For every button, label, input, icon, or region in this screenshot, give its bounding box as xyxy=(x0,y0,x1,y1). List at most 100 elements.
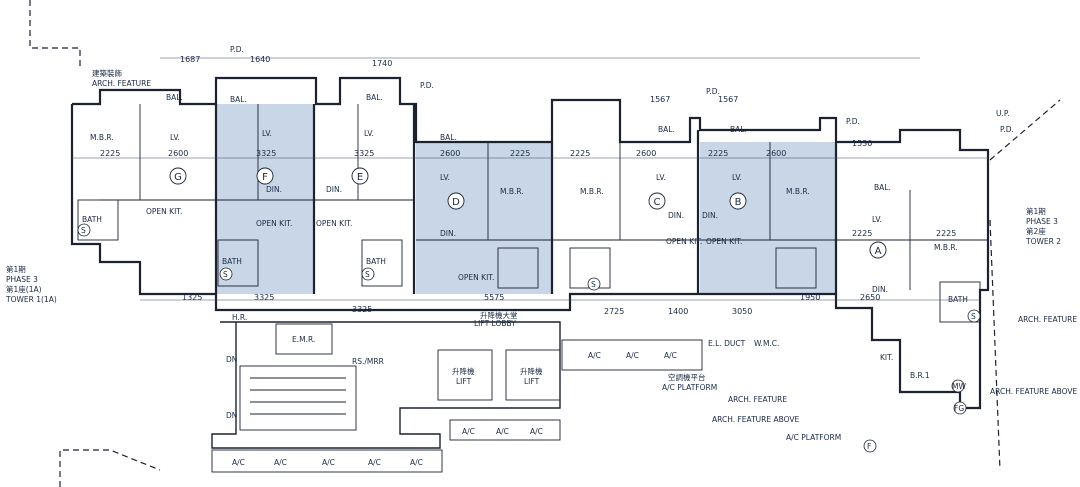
phase-label-right: 第1期 xyxy=(1026,206,1046,216)
tag-s: S xyxy=(81,226,86,235)
phase-label-left: 第1期 xyxy=(6,264,26,274)
ac-tag: A/C xyxy=(664,351,677,360)
room-label: LV. xyxy=(364,129,374,138)
room-label: BATH xyxy=(82,215,102,224)
tag-mw: MW xyxy=(952,382,966,391)
ac-strip-bottom xyxy=(211,449,443,473)
tag-s: S xyxy=(591,280,596,289)
dim-label: 1567 xyxy=(718,95,738,104)
room-label: DIN. xyxy=(266,185,282,194)
room-label: LV. xyxy=(872,215,882,224)
room-label: BAL. xyxy=(440,133,457,142)
arch-feature-zh: 建築裝飾 xyxy=(92,68,122,78)
room-label: BAL. xyxy=(658,125,675,134)
emr-label: E.M.R. xyxy=(292,335,315,344)
phase-label-right: TOWER 2 xyxy=(1025,237,1061,246)
dim-label: 3325 xyxy=(254,293,274,302)
unit-d-shade xyxy=(416,142,552,294)
hr-label: H.R. xyxy=(232,313,247,322)
unit-letter-e: E xyxy=(357,172,363,183)
lift-label: LIFT xyxy=(456,377,472,386)
dim-label: 2600 xyxy=(766,149,786,158)
room-label: M.B.R. xyxy=(934,243,958,252)
dimension-lines xyxy=(72,57,988,301)
unit-letter-a: A xyxy=(875,246,882,257)
room-label: DIN. xyxy=(872,285,888,294)
room-label: BAL. xyxy=(366,93,383,102)
staircase xyxy=(239,365,357,431)
dim-label: 2600 xyxy=(636,149,656,158)
ac-tag: A/C xyxy=(274,458,287,467)
ac-platform-label: A/C PLATFORM xyxy=(662,383,717,392)
tag-s: S xyxy=(365,270,370,279)
dim-label: 2225 xyxy=(936,229,956,238)
dim-label: 1640 xyxy=(250,55,270,64)
arch-feature-above-label: ARCH. FEATURE ABOVE xyxy=(990,387,1078,396)
phase-label-left: PHASE 3 xyxy=(6,275,38,284)
phase-boundary-bottom xyxy=(59,449,161,487)
room-label: OPEN KIT. xyxy=(316,219,352,228)
dim-label: 5575 xyxy=(484,293,504,302)
up-label: U.P. xyxy=(996,109,1010,118)
phase-boundary-right xyxy=(989,99,1061,471)
room-label: DIN. xyxy=(702,211,718,220)
dim-label: 2225 xyxy=(570,149,590,158)
room-label: M.B.R. xyxy=(500,187,524,196)
ac-tag: A/C xyxy=(496,427,509,436)
room-label: OPEN KIT. xyxy=(146,207,182,216)
dim-label: 2225 xyxy=(100,149,120,158)
arch-feature-label: ARCH. FEATURE xyxy=(728,395,787,404)
unit-letter-d: D xyxy=(452,197,460,208)
dim-label: 1740 xyxy=(372,59,392,68)
pd-label: P.D. xyxy=(846,117,860,126)
ac-tag: A/C xyxy=(626,351,639,360)
phase-label-right: 第2座 xyxy=(1026,226,1046,236)
phase-label-left: 第1座(1A) xyxy=(6,284,42,294)
unit-letter-b: B xyxy=(735,197,742,208)
phase-boundary-left xyxy=(29,0,81,70)
dim-label: 3325 xyxy=(256,149,276,158)
pd-label: P.D. xyxy=(1000,125,1014,134)
dim-label: 1530 xyxy=(852,139,872,148)
dn-label: DN xyxy=(226,355,237,364)
room-label: LV. xyxy=(440,173,450,182)
pd-label: P.D. xyxy=(420,81,434,90)
tag-f: F xyxy=(867,442,871,451)
rs-mrr-label: RS./MRR xyxy=(352,357,384,366)
ac-tag: A/C xyxy=(530,427,543,436)
unit-letter-c: C xyxy=(654,197,661,208)
room-label: DIN. xyxy=(668,211,684,220)
room-label: BAL. xyxy=(230,95,247,104)
room-label: M.B.R. xyxy=(786,187,810,196)
unit-letter-f: F xyxy=(262,172,268,183)
emr-room xyxy=(275,323,333,355)
dim-label: 1567 xyxy=(650,95,670,104)
room-label: DIN. xyxy=(440,229,456,238)
unit-letter-g: G xyxy=(174,172,182,183)
wmc-label: W.M.C. xyxy=(754,339,779,348)
ac-tag: A/C xyxy=(588,351,601,360)
unit-b-shade xyxy=(700,142,836,294)
ac-platform-label: A/C PLATFORM xyxy=(786,433,841,442)
dim-label: 1687 xyxy=(180,55,200,64)
ac-tag: A/C xyxy=(410,458,423,467)
room-label: M.B.R. xyxy=(580,187,604,196)
dim-label: 2225 xyxy=(708,149,728,158)
lift-2 xyxy=(505,349,561,401)
room-label: BATH xyxy=(222,257,242,266)
room-label: KIT. xyxy=(880,353,893,362)
dim-label: 2650 xyxy=(860,293,880,302)
lift-lobby-label: LIFT LOBBY xyxy=(474,319,516,328)
ac-tag: A/C xyxy=(368,458,381,467)
lift-label-zh: 升降機 xyxy=(452,366,475,376)
dim-label: 2225 xyxy=(852,229,872,238)
dim-label: 2225 xyxy=(510,149,530,158)
room-label: BAL. xyxy=(166,93,183,102)
interior-partitions xyxy=(100,104,988,290)
dim-label: 2725 xyxy=(604,307,624,316)
unit-tags xyxy=(169,167,887,259)
tag-fg: FG xyxy=(954,404,964,413)
phase-label-left: TOWER 1(1A) xyxy=(5,295,57,304)
unit-f-shade xyxy=(216,104,314,294)
